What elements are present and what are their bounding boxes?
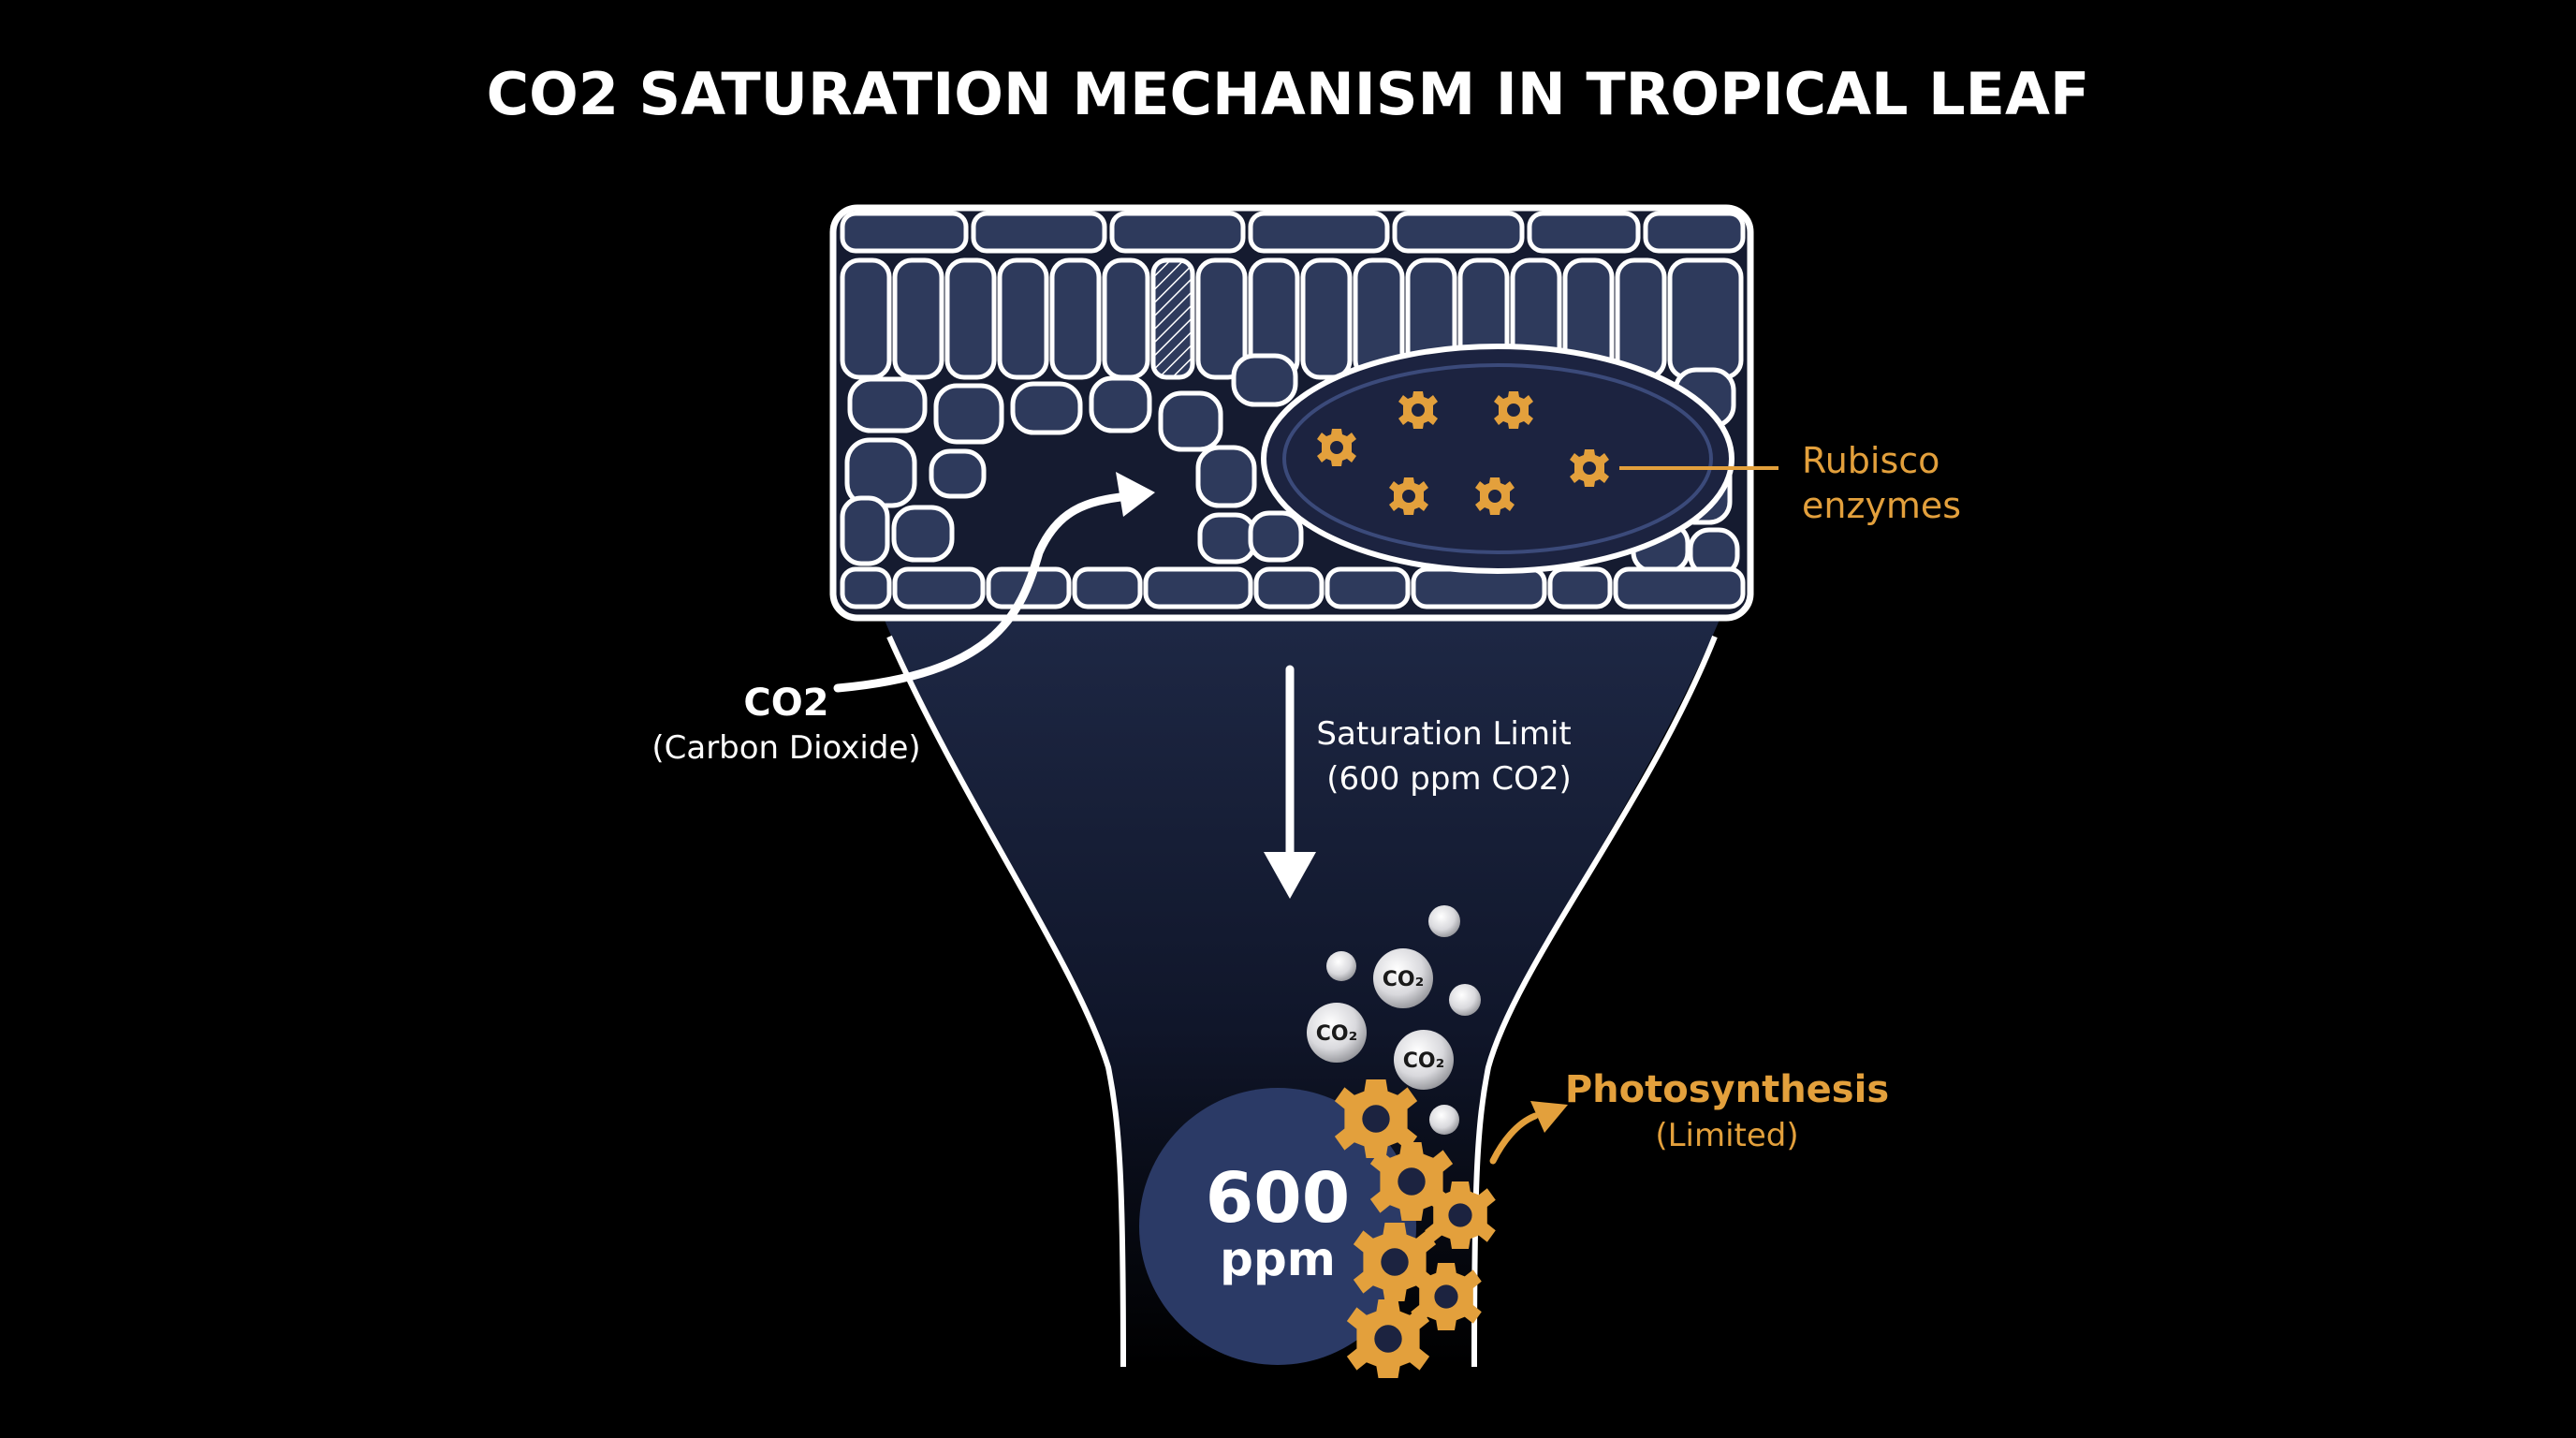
photosynthesis-label: Photosynthesis — [1565, 1068, 1889, 1111]
co2-bubble — [1373, 948, 1433, 1008]
funnel-shape — [880, 609, 1724, 1367]
ppm-circle — [1139, 1088, 1416, 1365]
co2-bubble — [1326, 951, 1356, 981]
lower-epidermis — [840, 566, 1746, 609]
rubisco-label: Rubisco enzymes — [1802, 440, 1961, 526]
co2-bubble-label: CO₂ — [1403, 1049, 1444, 1073]
saturation-label: Saturation Limit (600 ppm CO2) — [1316, 715, 1581, 798]
co2-bubble — [1394, 1030, 1454, 1090]
co2-bubble — [1428, 905, 1460, 937]
co2-label: CO2 — [743, 682, 828, 725]
co2-sublabel: (Carbon Dioxide) — [651, 729, 920, 767]
co2-bubble — [1449, 984, 1481, 1016]
co2-bubble — [1429, 1105, 1459, 1135]
co2-bubble-label: CO₂ — [1383, 968, 1424, 991]
co2-inflow-arrow — [833, 472, 1155, 693]
ppm-value: 600 — [1206, 1158, 1350, 1239]
funnel-left-edge — [886, 635, 1126, 1368]
ppm-unit: ppm — [1220, 1232, 1336, 1286]
upper-epidermis — [840, 211, 1746, 254]
page-title: CO2 SATURATION MECHANISM IN TROPICAL LEA… — [487, 60, 2090, 128]
co2-bubbles — [1307, 905, 1481, 1135]
photosynthesis-arrow — [1489, 1101, 1568, 1165]
saturation-arrow — [1264, 665, 1316, 899]
photosynthesis-sublabel: (Limited) — [1655, 1117, 1798, 1154]
leaf-cross-section — [829, 204, 1754, 622]
co2-bubble — [1307, 1003, 1367, 1063]
co2-bubble-label: CO₂ — [1316, 1022, 1357, 1046]
